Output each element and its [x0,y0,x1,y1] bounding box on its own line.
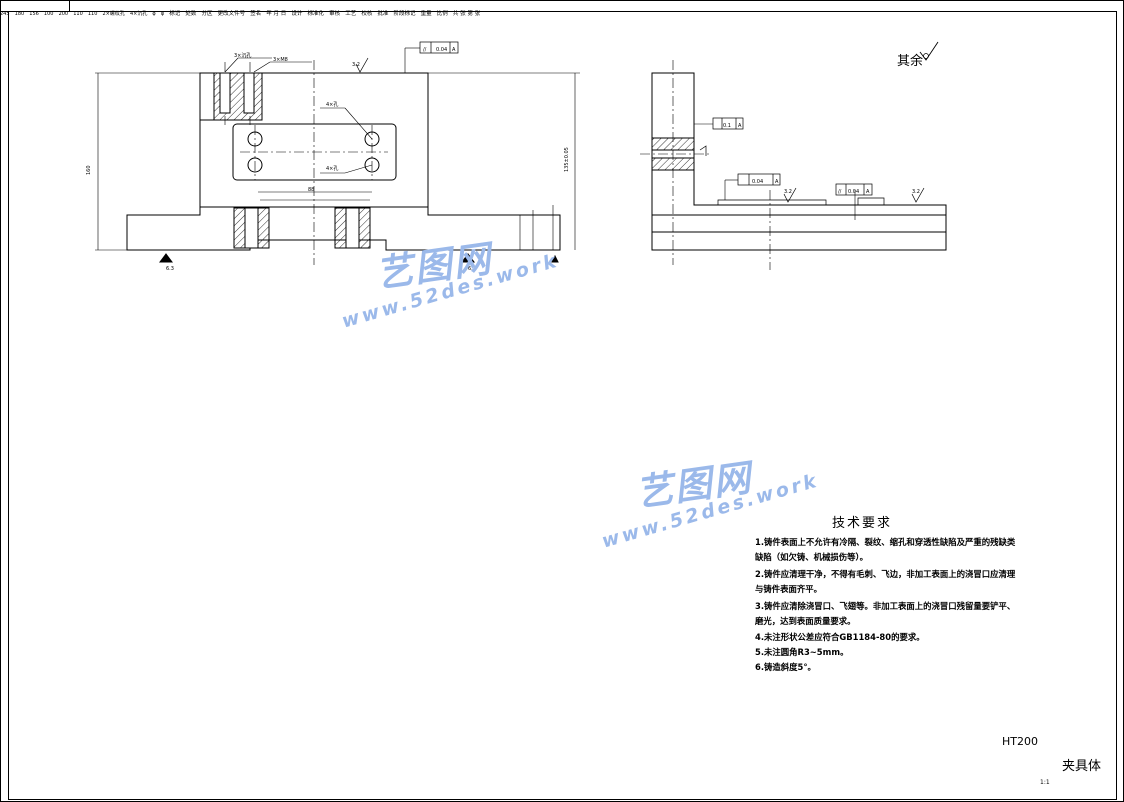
side-view [640,41,947,270]
tech-req-line: 3.铸件应清除浇冒口、飞翅等。非加工表面上的浇冒口残留量要铲平、 [755,601,1016,611]
svg-text://: // [423,47,427,53]
svg-text:3.2: 3.2 [912,189,920,195]
svg-text:3×M8: 3×M8 [273,57,288,63]
svg-text:88: 88 [308,187,314,193]
roughness-note: 其余 [897,54,924,69]
tech-req-line: 2.铸件应清理干净，不得有毛刺、飞边，非加工表面上的浇冒口应清理 [755,569,1016,579]
svg-text:4×孔: 4×孔 [326,101,338,108]
svg-text:0.04: 0.04 [752,179,763,185]
svg-text:A: A [738,123,742,129]
tech-req-line: 1.铸件表面上不允许有冷隔、裂纹、缩孔和穿透性缺陷及严重的残缺类 [755,537,1016,547]
svg-text:0.04: 0.04 [436,47,447,53]
svg-text:160: 160 [86,165,92,175]
svg-text://: // [838,189,842,195]
front-view-annotations: 3×沉孔 3×M8 4×孔 4×孔 88 160 135±0.05 // 0.0… [86,47,570,272]
front-view [95,41,580,265]
svg-text:135±0.05: 135±0.05 [564,147,570,172]
tech-req-line: 缺陷（如欠铸、机械损伤等）。 [755,552,869,562]
svg-text:3.2: 3.2 [352,62,360,68]
tech-requirements-title: 技术要求 [832,516,893,531]
tech-req-line: 与铸件表面齐平。 [755,584,822,594]
svg-text:6.3: 6.3 [468,266,476,272]
tech-req-line: 6.铸造斜度5°。 [755,662,816,672]
svg-text:A: A [775,179,779,185]
title-block-labels: 标记 处数 分区 更改文件号 签名 年 月 日 设计 标准化 审核 工艺 校核 … [169,11,481,17]
side-view-annotations: 0.1 A 0.04 A // 0.04 A 3.2 3.2 [723,123,920,195]
top-view-annotations: 245 180 156 100 200 110 110 2×螺纹孔 4×沉孔 φ… [0,11,165,17]
svg-text:3.2: 3.2 [784,189,792,195]
svg-text:0.1: 0.1 [723,123,731,129]
tech-req-line: 4.未注形状公差应符合GB1184-80的要求。 [755,632,925,642]
svg-text:A: A [866,189,870,195]
part-name-label: 夹具体 [1062,759,1102,774]
material-label: HT200 [1002,735,1038,748]
svg-text:A: A [452,47,456,53]
tech-req-line: 5.未注圆角R3~5mm。 [755,647,849,657]
svg-text:4×孔: 4×孔 [326,165,338,172]
svg-text:0.04: 0.04 [848,189,859,195]
tech-req-line: 磨光，达到表面质量要求。 [755,616,856,626]
svg-text:3×沉孔: 3×沉孔 [234,52,251,59]
svg-text:6.3: 6.3 [166,266,174,272]
scale-label: 1:1 [1040,779,1050,786]
